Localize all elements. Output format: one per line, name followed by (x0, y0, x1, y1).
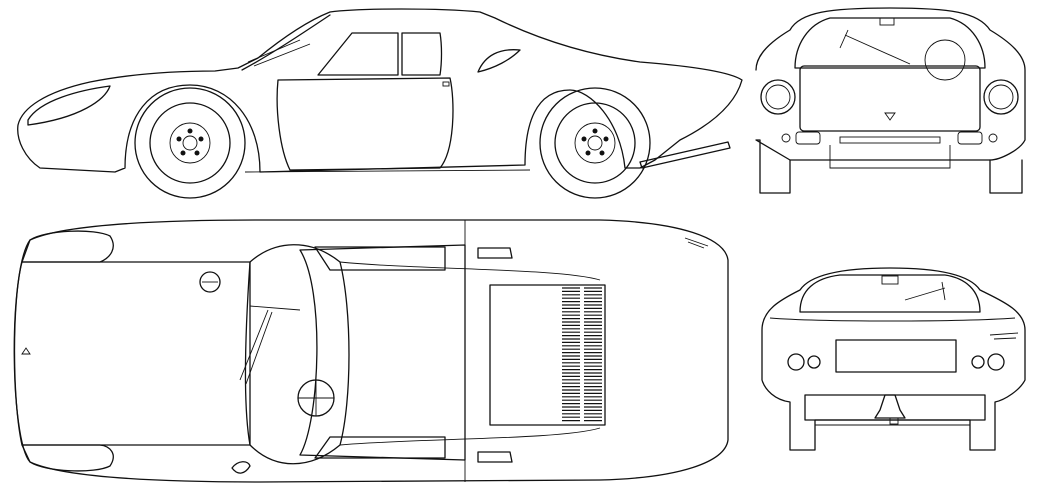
top-view (13, 219, 729, 483)
front-indicator-left (795, 131, 821, 145)
front-mirror (879, 17, 895, 26)
rear-taillight-left-inner (807, 355, 821, 369)
front-headlight-right (983, 79, 1019, 115)
rear-exhaust (874, 394, 906, 419)
rear-taillight-right-outer (987, 353, 1005, 371)
front-headlight-left (760, 79, 796, 115)
front-hood (799, 65, 981, 132)
rear-window (799, 274, 981, 313)
top-window-left (314, 246, 446, 271)
side-front-tire (134, 87, 246, 199)
side-window-rear (401, 32, 443, 76)
rear-taillight-left-outer (787, 353, 805, 371)
rear-license-plate (835, 339, 957, 373)
side-exhaust (639, 141, 731, 169)
side-headlight (27, 85, 111, 126)
top-fuel-cap (199, 271, 221, 293)
rear-deck-line (769, 317, 1016, 322)
side-front-hub (169, 122, 211, 164)
side-windshield (241, 14, 331, 71)
side-rear-rim (554, 102, 636, 184)
top-fender-left (21, 230, 114, 263)
front-valance (829, 145, 951, 169)
rear-diffuser (804, 394, 986, 421)
rear-mirror (881, 275, 899, 285)
front-windshield (794, 17, 986, 69)
side-front-cap (182, 135, 198, 151)
rear-wiper (904, 281, 946, 301)
top-window-right (314, 436, 446, 459)
front-body-outline (755, 7, 1026, 194)
side-rear-hub (574, 122, 616, 164)
side-front-lugs (176, 128, 204, 156)
side-rear-lugs (581, 128, 609, 156)
rear-body-outline (761, 267, 1026, 451)
top-rear-shoulder-left (339, 261, 601, 281)
side-air-intake (477, 49, 521, 73)
rear-badge (989, 332, 1019, 340)
side-sill (244, 169, 531, 173)
top-fender-right (21, 444, 114, 472)
top-body-outline (13, 219, 729, 483)
front-grille (839, 136, 941, 144)
rear-view (761, 267, 1026, 451)
top-engine-cover (489, 284, 606, 426)
top-rear-intake-left (477, 247, 513, 259)
top-engine-louvers (562, 287, 602, 422)
top-side-marker (231, 461, 251, 474)
top-cabin (299, 244, 466, 461)
side-wiper (247, 39, 311, 67)
top-front-hood (13, 261, 251, 446)
top-rear-badge (684, 237, 709, 249)
side-door-handle (442, 81, 450, 87)
front-hood-crest (884, 112, 896, 121)
side-front-rim (149, 102, 231, 184)
front-view (755, 7, 1026, 194)
top-rear-shoulder-right (339, 427, 601, 446)
side-door (276, 77, 454, 171)
top-rear-intake-right (477, 451, 513, 463)
top-windshield (249, 244, 350, 465)
rear-taillight-right-inner (971, 355, 985, 369)
side-rear-cap (587, 135, 603, 151)
top-wiper (239, 305, 301, 385)
front-indicator-right (957, 131, 983, 145)
top-front-emblem (21, 347, 31, 355)
side-rear-tire (539, 87, 651, 199)
front-wiper (839, 29, 911, 65)
front-steering-wheel (924, 39, 966, 81)
side-view (17, 8, 743, 199)
side-body-outline (17, 8, 743, 173)
side-window-front (317, 32, 399, 76)
